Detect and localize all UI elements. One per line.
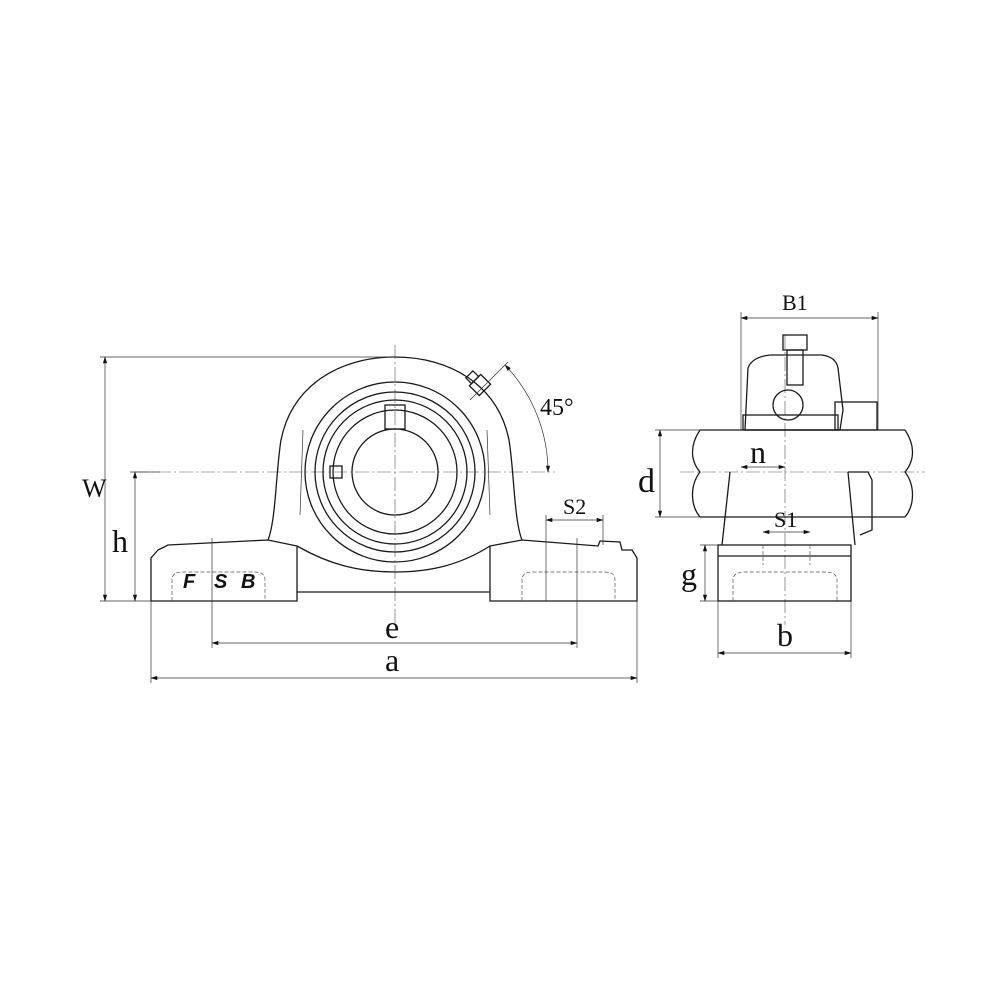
label-b1: B1 — [782, 290, 808, 315]
locking-collar — [834, 401, 878, 431]
label-n: n — [750, 434, 766, 470]
label-a: a — [385, 642, 399, 678]
seal-lines — [299, 429, 491, 516]
set-screw-side — [329, 465, 343, 479]
bearing-outer — [314, 391, 476, 553]
hidden-slots — [171, 571, 616, 601]
front-view: F S B — [135, 345, 638, 648]
housing-pedestal — [721, 471, 856, 546]
housing-base — [150, 539, 638, 602]
dimension-angle — [504, 364, 551, 473]
label-d: d — [638, 463, 655, 500]
ball — [772, 389, 804, 421]
logo-letter-b: B — [241, 571, 255, 593]
label-e: e — [385, 609, 399, 645]
inner-ring — [332, 409, 458, 535]
logo: F S B — [183, 571, 255, 593]
label-b: b — [777, 617, 793, 653]
side-base — [717, 544, 852, 602]
bearing-inner — [322, 399, 468, 545]
side-view — [680, 334, 925, 625]
label-s2: S2 — [563, 494, 586, 519]
housing-cap-section — [744, 354, 844, 431]
logo-letter-s: S — [214, 571, 228, 593]
grease-nipple — [464, 369, 492, 397]
housing-back — [848, 471, 873, 536]
logo-letter-f: F — [183, 571, 196, 593]
side-hidden-slot — [732, 545, 838, 601]
label-angle: 45° — [540, 395, 574, 421]
label-h: h — [112, 523, 128, 559]
label-w: W — [82, 474, 107, 503]
shaft — [691, 429, 914, 518]
side-dimensions: B1 d n S1 g b — [638, 290, 879, 658]
housing-lower-arc — [296, 545, 491, 573]
outer-ring — [304, 381, 486, 563]
label-g: g — [681, 556, 697, 592]
set-screw-top — [384, 404, 406, 430]
grease-nipple-side — [782, 334, 808, 386]
label-s1: S1 — [774, 507, 797, 532]
inner-ring-section — [742, 414, 839, 431]
front-dimensions: W h e a S2 45° — [82, 356, 638, 683]
